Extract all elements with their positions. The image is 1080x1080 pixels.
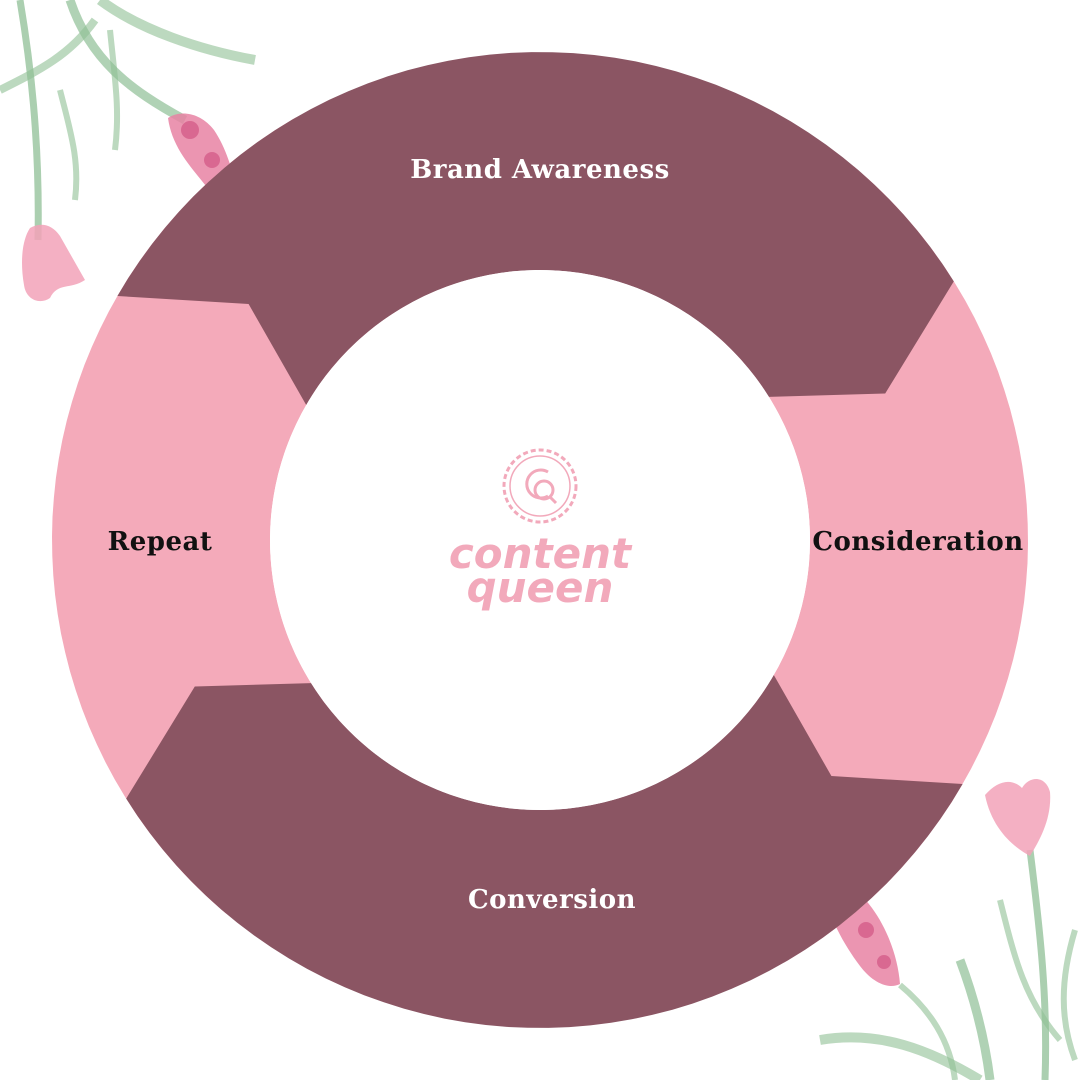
cq-monogram-icon — [502, 448, 578, 524]
logo-line-2: queen — [467, 563, 614, 612]
label-consideration: Consideration — [812, 527, 1023, 557]
segment-brand-awareness — [117, 52, 954, 405]
center-disc — [270, 270, 810, 810]
segment-conversion — [126, 675, 963, 1028]
logo-line-1: content — [449, 529, 633, 578]
label-conversion: Conversion — [468, 885, 636, 915]
label-brand-awareness: Brand Awareness — [410, 155, 669, 185]
label-repeat: Repeat — [108, 527, 213, 557]
content-queen-logo: content queen — [449, 448, 633, 612]
